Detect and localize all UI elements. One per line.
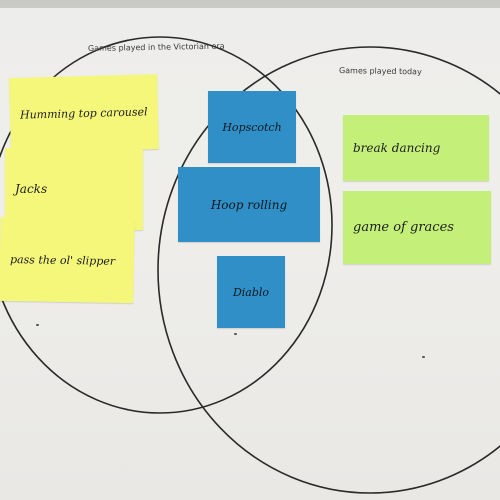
venn-circle-right bbox=[157, 46, 500, 494]
sticky-note-break-dancing: break dancing bbox=[343, 115, 489, 181]
sticky-note-humming-top: Humming top carousel bbox=[9, 74, 159, 153]
sticky-note-hopscotch: Hopscotch bbox=[208, 91, 296, 163]
sticky-note-game-of-graces: game of graces bbox=[343, 191, 491, 264]
sticky-note-hoop-rolling: Hoop rolling bbox=[178, 167, 320, 242]
paper-speck bbox=[422, 356, 425, 358]
paper-speck bbox=[36, 324, 39, 326]
sticky-note-jacks: Jacks bbox=[5, 148, 143, 230]
right-circle-label: Games played today bbox=[338, 66, 422, 77]
sticky-note-diablo: Diablo bbox=[217, 256, 285, 328]
sticky-note-slipper: pass the ol' slipper bbox=[0, 216, 135, 304]
venn-circle-left bbox=[0, 36, 333, 414]
paper-speck bbox=[234, 333, 237, 335]
